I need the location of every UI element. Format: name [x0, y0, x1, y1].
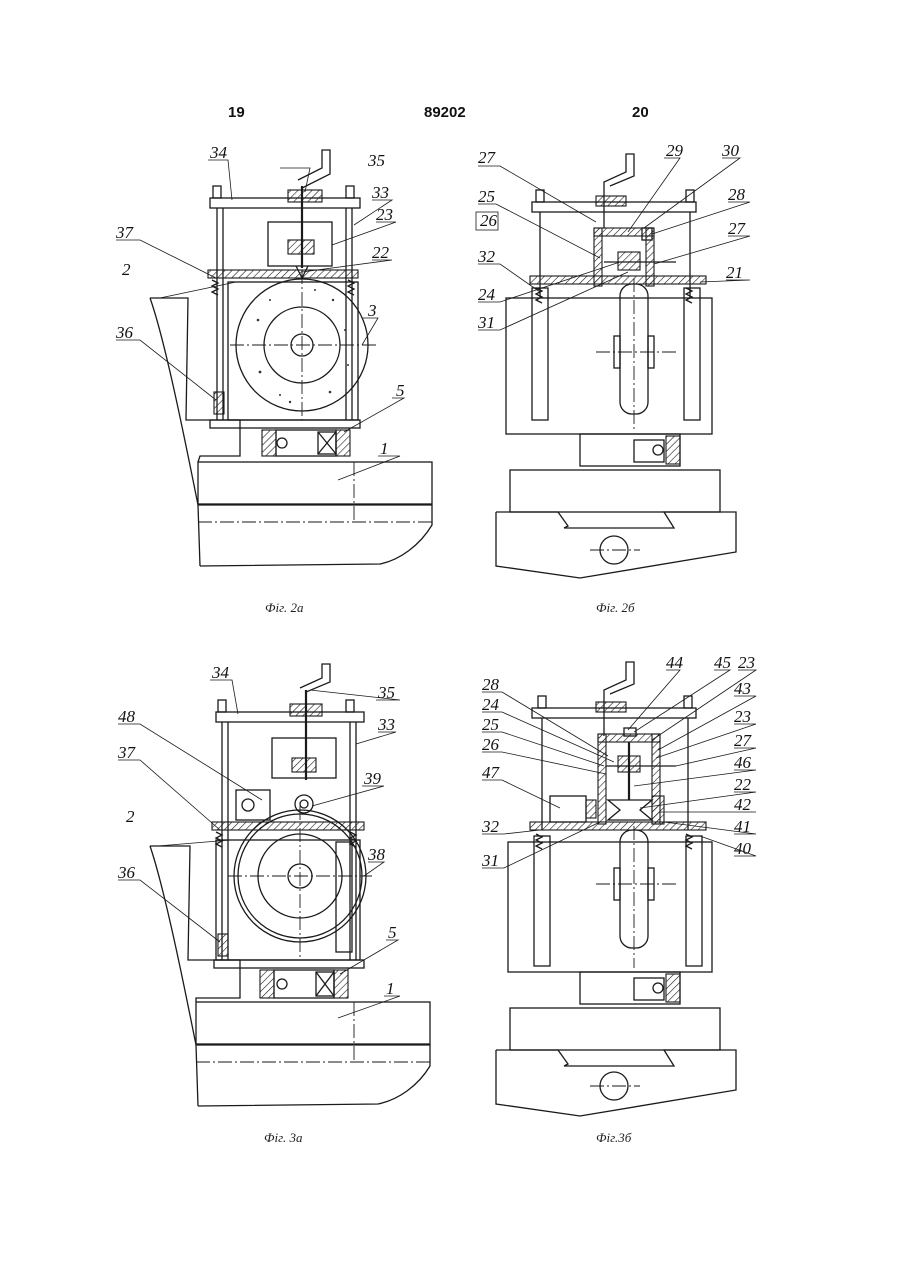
- fig3b-caption: Фіг.3б: [596, 1130, 632, 1145]
- fig3b-label-28: 28: [482, 675, 500, 694]
- fig3b-label-41: 41: [734, 817, 751, 836]
- fig3a-label-34: 34: [211, 663, 230, 682]
- fig2b-label-24: 24: [478, 285, 496, 304]
- fig3a-label-38: 38: [367, 845, 386, 864]
- fig3b-label-26: 26: [482, 735, 500, 754]
- fig2a-label-34: 34: [209, 143, 228, 162]
- figure-3a: 34 35 33 48 37 39 2 38 36 5 1 Фіг. 3а: [117, 663, 430, 1145]
- fig2b-label-32: 32: [477, 247, 496, 266]
- fig2a-caption: Фіг. 2а: [265, 600, 304, 615]
- fig2a-label-22: 22: [372, 243, 390, 262]
- fig2b-label-31: 31: [477, 313, 495, 332]
- fig3b-label-40: 40: [734, 839, 752, 858]
- fig2a-label-37: 37: [115, 223, 135, 242]
- fig2a-label-2: 2: [122, 260, 131, 279]
- fig2a-label-33: 33: [371, 183, 389, 202]
- fig2a-label-1: 1: [380, 439, 389, 458]
- fig3b-label-23b: 23: [734, 707, 751, 726]
- fig3a-label-5: 5: [388, 923, 397, 942]
- fig3b-label-45: 45: [714, 653, 731, 672]
- fig2b-label-21: 21: [726, 263, 743, 282]
- fig2b-caption: Фіг. 2б: [596, 600, 635, 615]
- figure-2a: 34 35 33 23 37 22 2 3 36 5 1 Фіг. 2а: [115, 143, 432, 615]
- fig3b-label-23: 23: [738, 653, 755, 672]
- fig2b-label-25: 25: [478, 187, 495, 206]
- fig3a-label-33: 33: [377, 715, 395, 734]
- fig3b-label-47: 47: [482, 763, 501, 782]
- fig3a-label-37: 37: [117, 743, 137, 762]
- fig3a-label-2: 2: [126, 807, 135, 826]
- fig2a-label-23: 23: [376, 205, 393, 224]
- fig2b-label-26: 26: [480, 211, 498, 230]
- fig3b-label-24: 24: [482, 695, 500, 714]
- fig3b-label-25: 25: [482, 715, 499, 734]
- fig3a-label-39: 39: [363, 769, 382, 788]
- fig2b-label-29: 29: [666, 141, 684, 160]
- fig3b-label-32: 32: [481, 817, 500, 836]
- fig3a-caption: Фіг. 3а: [264, 1130, 303, 1145]
- fig3a-label-48: 48: [118, 707, 136, 726]
- fig3b-label-27: 27: [734, 731, 753, 750]
- fig2a-label-3: 3: [367, 301, 377, 320]
- fig2a-label-5: 5: [396, 381, 405, 400]
- fig3b-label-31: 31: [481, 851, 499, 870]
- fig3a-label-1: 1: [386, 979, 395, 998]
- figure-3b: 44 45 23 28 43 24 23 25 27 26 46 47 22 4…: [481, 653, 756, 1145]
- fig3b-label-43: 43: [734, 679, 751, 698]
- fig2b-label-27: 27: [478, 148, 497, 167]
- fig2b-label-30: 30: [721, 141, 740, 160]
- fig3a-label-35: 35: [377, 683, 395, 702]
- fig3b-label-42: 42: [734, 795, 752, 814]
- fig2a-label-36: 36: [115, 323, 134, 342]
- fig2a-label-35: 35: [367, 151, 385, 170]
- fig3b-label-46: 46: [734, 753, 752, 772]
- fig3b-label-44: 44: [666, 653, 684, 672]
- fig2b-label-27b: 27: [728, 219, 747, 238]
- fig3a-label-36: 36: [117, 863, 136, 882]
- figure-2b: 27 29 30 28 25 26 27 32 21 24 31 Фіг. 2б: [476, 141, 750, 615]
- fig2b-label-28: 28: [728, 185, 746, 204]
- fig3b-label-22: 22: [734, 775, 752, 794]
